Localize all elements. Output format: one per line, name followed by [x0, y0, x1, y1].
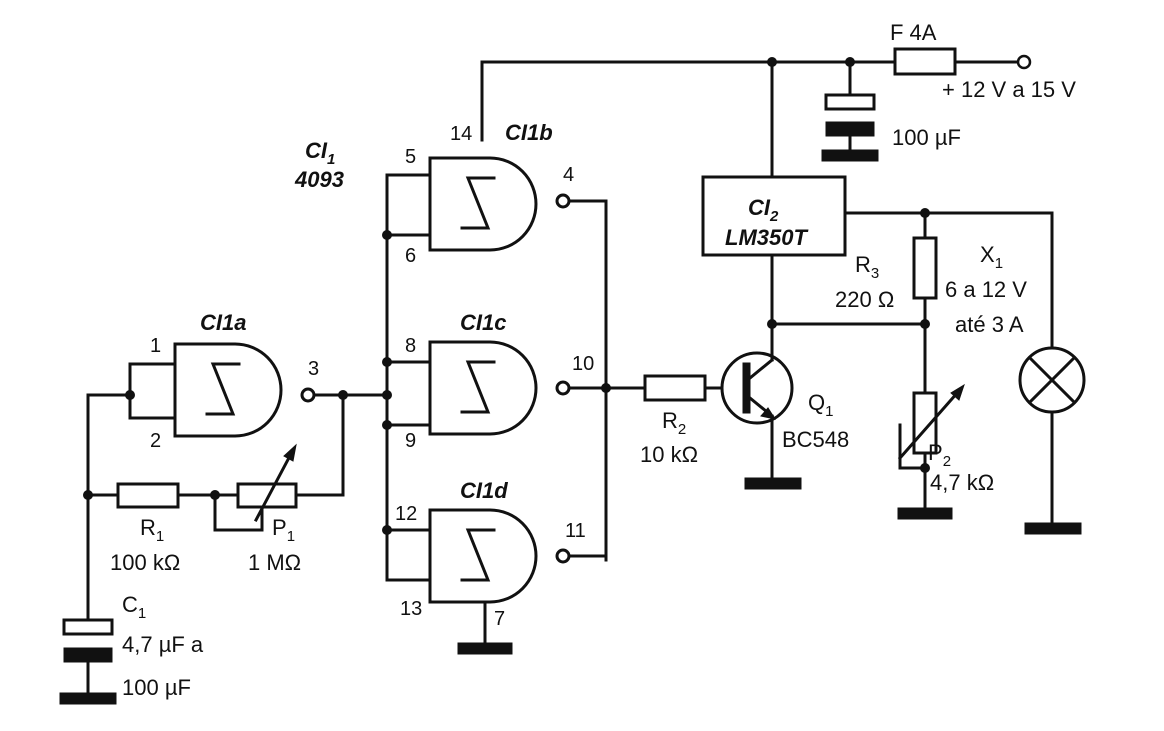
r1-value: 100 kΩ [110, 550, 180, 575]
pin-14: 14 [450, 123, 472, 145]
resistor-r2 [643, 374, 707, 402]
fuse-label: F 4A [890, 20, 937, 45]
potentiometer-p1 [236, 482, 298, 509]
capacitor-c1 [59, 618, 117, 705]
r3-value: 220 Ω [835, 287, 894, 312]
ic2-ref: CI2 [748, 195, 779, 225]
gate-ci1d [385, 508, 608, 655]
pin-8: 8 [405, 335, 416, 357]
r3-ref: R3 [855, 252, 879, 282]
x1-line2: até 3 A [955, 312, 1024, 337]
pin-10: 10 [572, 353, 594, 375]
pin-5: 5 [405, 146, 416, 168]
fuse-f1 [893, 47, 957, 76]
pin-6: 6 [405, 245, 416, 267]
pin-7: 7 [494, 608, 505, 630]
lamp-x1 [1018, 211, 1086, 535]
r2-value: 10 kΩ [640, 442, 698, 467]
ic1-ref: CI1 [305, 138, 335, 168]
resistor-r1 [116, 482, 180, 509]
c1-value-2: 100 µF [122, 675, 191, 700]
pin-3: 3 [308, 358, 319, 380]
transistor-q1 [720, 322, 802, 490]
cap-supply-value: 100 µF [892, 125, 961, 150]
p1-value: 1 MΩ [248, 550, 301, 575]
supply-terminal [1016, 54, 1032, 70]
r2-ref: R2 [662, 408, 686, 438]
r1-ref: R1 [140, 515, 164, 545]
p1-ref: P1 [272, 515, 295, 545]
ic1-part: 4093 [294, 167, 344, 192]
gate-ci1b [385, 156, 608, 582]
feedback-network [86, 393, 345, 622]
potentiometer-p2 [897, 383, 965, 520]
gate-ci1a [86, 342, 389, 438]
supply-rail [480, 54, 1032, 142]
c1-value-1: 4,7 µF a [122, 632, 204, 657]
supply-voltage-label: + 12 V a 15 V [942, 77, 1076, 102]
pin-11: 11 [565, 520, 586, 542]
q1-part: BC548 [782, 427, 849, 452]
gate-ci1d-name: CI1d [460, 478, 508, 503]
pin-2: 2 [150, 430, 161, 452]
regulator-ci2 [701, 175, 847, 257]
resistor-r3 [912, 236, 938, 300]
ic2-part: LM350T [725, 225, 808, 250]
gate-ci1c-name: CI1c [460, 310, 506, 335]
pin-12: 12 [395, 503, 417, 525]
capacitor-100uf [821, 60, 879, 162]
c1-ref: C1 [122, 592, 146, 622]
pin-4: 4 [563, 164, 574, 186]
pin-13: 13 [400, 598, 422, 620]
q1-ref: Q1 [808, 390, 833, 420]
x1-line1: 6 a 12 V [945, 277, 1027, 302]
pin-1: 1 [150, 335, 161, 357]
pin-9: 9 [405, 430, 416, 452]
gate-ci1a-name: CI1a [200, 310, 246, 335]
x1-ref: X1 [980, 242, 1003, 272]
gate-ci1b-name: CI1b [505, 120, 553, 145]
p2-value: 4,7 kΩ [930, 470, 994, 495]
p2-ref: P2 [928, 440, 951, 470]
